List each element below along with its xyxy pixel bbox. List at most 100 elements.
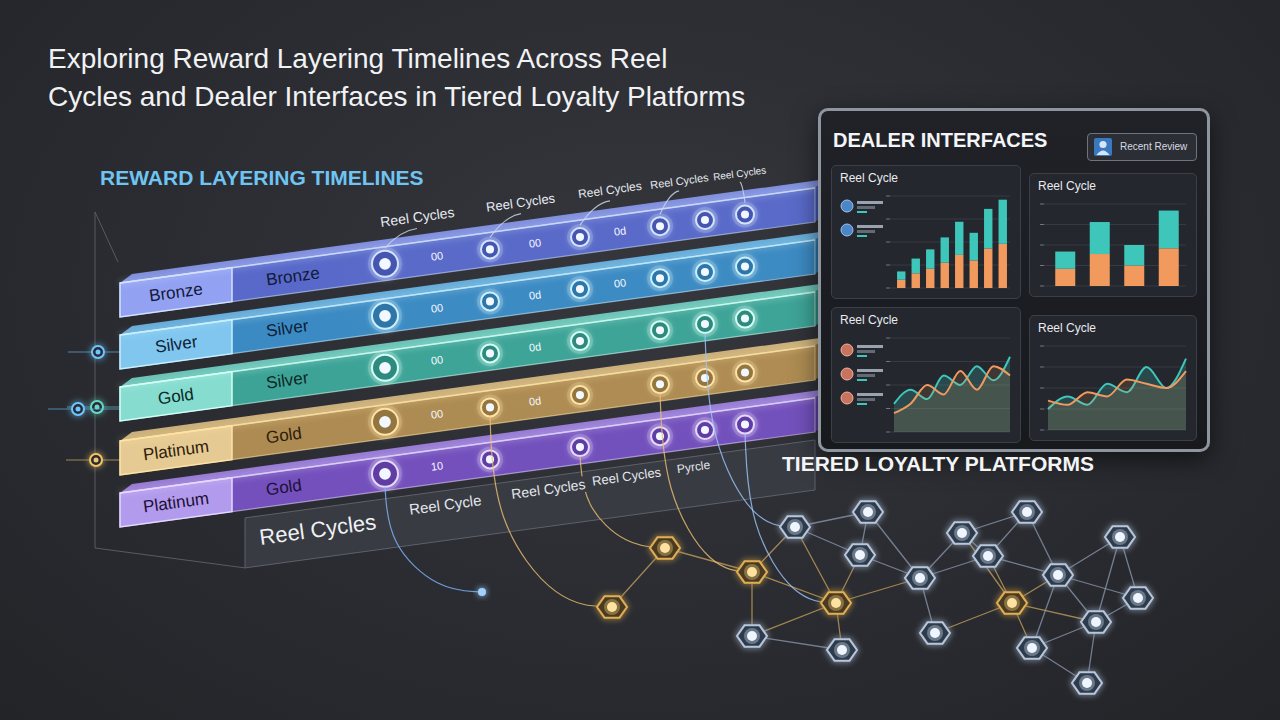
user-text-line [857, 225, 883, 228]
cycle-ring [696, 263, 714, 281]
platform-node [997, 592, 1027, 613]
cycle-number: 00 [613, 277, 627, 291]
cycle-core [656, 380, 664, 388]
platform-node [920, 622, 950, 643]
axis-tick [886, 288, 890, 289]
cycle-ring [481, 240, 499, 258]
cycle-ring [736, 206, 754, 224]
bar-upper [941, 237, 949, 262]
user-text-line [857, 235, 867, 237]
cycle-label: Reel Cycles [486, 191, 557, 215]
bar-upper [912, 259, 920, 274]
bar-lower [1090, 254, 1110, 286]
cycle-core [486, 245, 494, 253]
bar-lower [999, 244, 1007, 288]
cycle-core [576, 285, 584, 293]
platform-node [845, 544, 875, 565]
cycle-ring [372, 409, 398, 435]
cycle-label: Reel Cycles [577, 180, 642, 202]
user-text-line [857, 403, 867, 405]
platform-node-halo [1130, 590, 1146, 606]
bar-upper [984, 209, 992, 249]
cycle-halo [368, 351, 402, 385]
cycle-label: Reel Cycles [379, 204, 455, 230]
cycle-core [576, 391, 584, 399]
cycle-ring [481, 292, 499, 310]
cycle-ring [571, 332, 589, 350]
avatar-head [1099, 141, 1106, 148]
bar-lower [984, 248, 992, 288]
dashboard-panel: Recent ReviewReel CycleReel CycleReel Cy… [818, 108, 1210, 452]
platform-node [597, 596, 627, 617]
platform-node [737, 561, 767, 582]
cycle-ring [571, 228, 589, 246]
platform-node-core [607, 602, 617, 612]
axis-tick [886, 196, 890, 197]
cycle-halo [477, 236, 503, 262]
cycle-number: 0d [528, 394, 542, 408]
platform-node-core [930, 628, 940, 638]
platform-node-core [837, 645, 847, 655]
platform-node [1072, 672, 1102, 693]
platform-node-core [1082, 678, 1092, 688]
platform-node-halo [744, 564, 760, 580]
cycle-ring [481, 398, 499, 416]
cycle-number: 0d [613, 225, 627, 239]
platform-node-halo [1112, 529, 1128, 545]
cycle-number: 00 [430, 408, 444, 422]
cycle-halo [692, 207, 718, 233]
platform-node-core [1133, 593, 1143, 603]
cycle-ring [651, 217, 669, 235]
platform-node-halo [604, 599, 620, 615]
axis-tick [1040, 388, 1044, 389]
cycle-number: 00 [430, 302, 444, 316]
cycle-core [701, 268, 709, 276]
bar-lower [1124, 266, 1144, 287]
cycle-halo [567, 224, 593, 250]
axis-tick [1040, 430, 1044, 431]
cycle-core [379, 310, 391, 322]
platform-node-halo [852, 547, 868, 563]
bar-upper [897, 271, 905, 279]
section-heading: REWARD LAYERING TIMELINES [100, 166, 424, 190]
band-edge-glow [120, 346, 815, 441]
leader-arc [660, 191, 679, 214]
platform-node-halo [927, 625, 943, 641]
cycle-core [656, 222, 664, 230]
platform-node [1017, 637, 1047, 658]
cycle-halo [567, 382, 593, 408]
axis-tick [886, 219, 890, 220]
bar-upper [1124, 245, 1144, 266]
area-fill [894, 357, 1010, 432]
platform-node [1105, 526, 1135, 547]
band-edge-glow [120, 240, 815, 335]
chart-card: Reel Cycle [831, 307, 1021, 443]
grid-line [1044, 204, 1186, 205]
cycle-core [379, 258, 391, 270]
cycle-ring [571, 280, 589, 298]
cycle-number: 10 [430, 460, 444, 474]
platform-node-core [1091, 617, 1101, 627]
cycle-core [741, 315, 749, 323]
avatar-tile [1094, 138, 1112, 156]
header-button: Recent Review [1087, 133, 1197, 161]
platform-node-halo [834, 642, 850, 658]
cycle-halo [732, 306, 758, 332]
side-dot [92, 346, 104, 358]
band-front-face [120, 398, 815, 527]
axis-tick [1040, 286, 1044, 287]
cycle-ring [736, 310, 754, 328]
cycle-number: 00 [528, 236, 542, 250]
bar-upper [955, 222, 963, 255]
bar-lower [912, 273, 920, 288]
user-text-line [857, 201, 883, 204]
mini-chart [832, 166, 1020, 298]
platform-node-core [915, 573, 925, 583]
platform-node [905, 567, 935, 588]
platform-node-core [1007, 598, 1017, 608]
axis-tick [1040, 346, 1044, 347]
bar-upper [970, 233, 978, 261]
cycle-core [656, 274, 664, 282]
side-dot [72, 403, 84, 415]
bar-upper [999, 200, 1007, 244]
